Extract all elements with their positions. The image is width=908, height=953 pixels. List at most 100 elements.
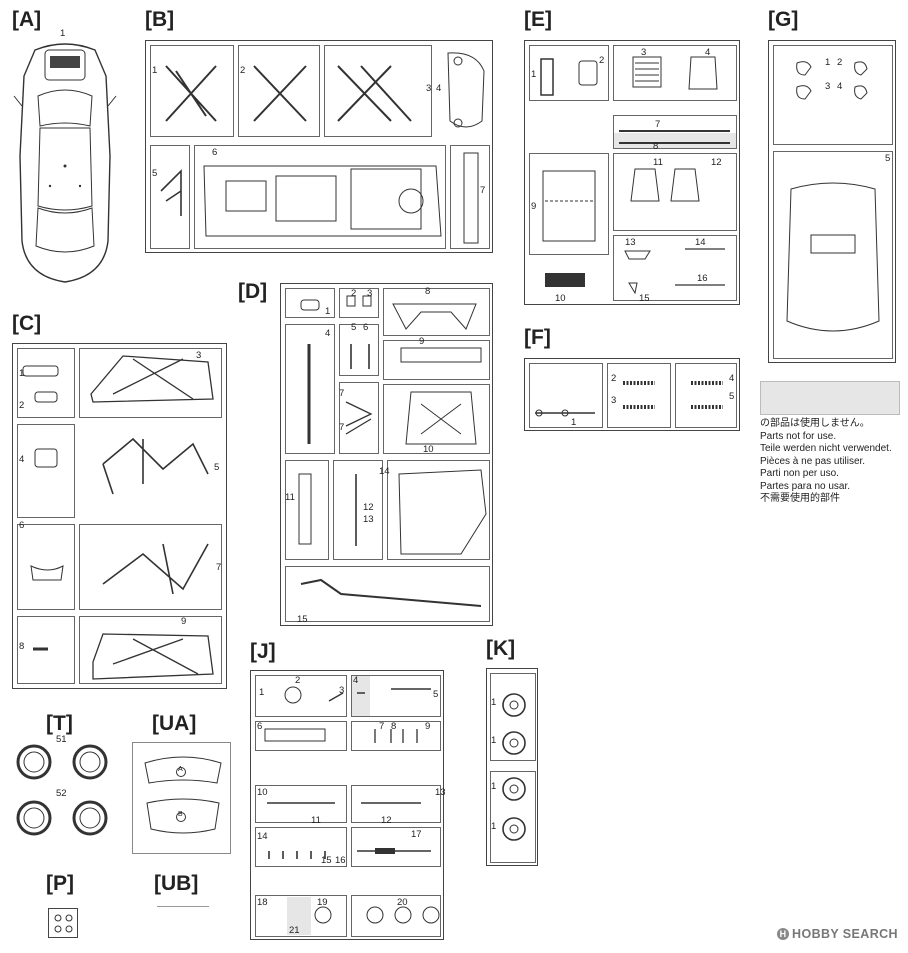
note-line: 不需要使用的部件 bbox=[760, 493, 840, 504]
part-number: 1 bbox=[60, 28, 66, 39]
sprue-frame-p bbox=[48, 908, 78, 938]
part-cell bbox=[333, 460, 383, 560]
part-cell bbox=[285, 566, 490, 622]
part-number: 15 bbox=[639, 293, 650, 304]
part-cell bbox=[490, 673, 536, 761]
part-cell bbox=[450, 145, 490, 249]
part-cell bbox=[613, 45, 737, 101]
part-number: 16 bbox=[335, 855, 346, 866]
part-number: 1 bbox=[531, 69, 537, 80]
part-number: 2 bbox=[19, 400, 25, 411]
part-number: 9 bbox=[419, 336, 425, 347]
part-cell bbox=[387, 460, 490, 560]
part-number: 3 bbox=[825, 81, 831, 92]
part-number: 2 bbox=[837, 57, 843, 68]
part-number: 2 bbox=[599, 55, 605, 66]
part-cell bbox=[351, 675, 441, 717]
logo-icon: H bbox=[777, 928, 790, 940]
part-number: 13 bbox=[625, 237, 636, 248]
sprue-label-c: [C] bbox=[12, 312, 42, 335]
part-cell bbox=[613, 115, 737, 149]
part-number: 20 bbox=[397, 897, 408, 908]
part-cell bbox=[675, 363, 737, 428]
part-cell bbox=[383, 288, 490, 336]
sprue-frame-ub bbox=[157, 906, 209, 907]
part-number: 11 bbox=[285, 492, 295, 503]
note-line: Pièces à ne pas utiliser. bbox=[760, 455, 866, 467]
part-number: 10 bbox=[423, 444, 434, 455]
part-number: 4 bbox=[729, 373, 735, 384]
sprue-label-j: [J] bbox=[250, 640, 276, 663]
part-cell bbox=[17, 616, 75, 684]
sprue-label-ub: [UB] bbox=[154, 872, 199, 895]
part-cell bbox=[351, 721, 441, 751]
note-line: の部品は使用しません。 bbox=[760, 418, 870, 429]
part-number: 13 bbox=[363, 514, 374, 525]
part-cell bbox=[529, 363, 603, 428]
sprue-frame-d: 1 2 3 4 5 6 7 7 8 9 10 11 12 13 14 15 bbox=[280, 283, 493, 626]
part-cell bbox=[17, 424, 75, 518]
chassis-parts-drawing bbox=[298, 295, 487, 607]
part-number: 5 bbox=[351, 322, 357, 333]
part-cell bbox=[773, 151, 893, 359]
part-number: 3 bbox=[641, 47, 647, 58]
part-cell bbox=[324, 45, 432, 137]
part-number: 9 bbox=[531, 201, 537, 212]
part-cell bbox=[255, 827, 347, 867]
part-number: A bbox=[178, 766, 183, 773]
interior-parts-drawing bbox=[540, 56, 730, 295]
sprue-frame-k: 1 1 1 1 bbox=[486, 668, 538, 866]
part-number: 14 bbox=[257, 831, 268, 842]
part-number: 1 bbox=[825, 57, 831, 68]
part-cell bbox=[255, 675, 347, 717]
part-number: 8 bbox=[19, 641, 25, 652]
part-number: 16 bbox=[697, 273, 708, 284]
part-number: 9 bbox=[181, 616, 187, 627]
part-cell bbox=[150, 45, 234, 137]
roll-bar-drawing bbox=[160, 52, 485, 244]
part-number: 7 bbox=[339, 422, 345, 433]
part-number: 1 bbox=[491, 697, 497, 708]
part-number: 8 bbox=[391, 721, 397, 732]
part-number: 11 bbox=[653, 157, 663, 168]
sprue-frame-c: 1 2 3 4 5 6 7 8 9 bbox=[12, 343, 227, 689]
part-number: 7 bbox=[379, 721, 385, 732]
part-number: 7 bbox=[480, 185, 486, 196]
part-number: 6 bbox=[212, 147, 218, 158]
part-cell bbox=[339, 288, 379, 318]
part-cell bbox=[490, 771, 536, 863]
part-number: 1 bbox=[491, 735, 497, 746]
sprue-frame-g: 1 2 3 4 5 bbox=[768, 40, 896, 363]
part-number: 4 bbox=[436, 83, 442, 94]
part-cell bbox=[17, 348, 75, 418]
part-cell bbox=[613, 153, 737, 231]
car-body-drawing bbox=[13, 43, 117, 283]
part-cell bbox=[79, 616, 222, 684]
part-cell bbox=[255, 895, 347, 937]
part-number: 5 bbox=[433, 689, 439, 700]
tire-drawing bbox=[16, 744, 108, 836]
part-number: 1 bbox=[571, 417, 577, 428]
part-number: 11 bbox=[311, 815, 321, 826]
sprue-label-a: [A] bbox=[12, 8, 42, 31]
part-cell bbox=[529, 153, 609, 255]
cage-drawing bbox=[22, 355, 214, 680]
sprue-label-e: [E] bbox=[524, 8, 552, 31]
part-cell bbox=[339, 324, 379, 376]
note-line: Parts not for use. bbox=[760, 430, 837, 442]
part-cell bbox=[150, 145, 190, 249]
part-cell bbox=[285, 288, 335, 318]
part-number: 17 bbox=[411, 829, 422, 840]
part-number: 1 bbox=[19, 368, 25, 379]
part-cell bbox=[607, 363, 671, 428]
window-mask-drawing bbox=[144, 756, 222, 834]
watermark-text: HOBBY SEARCH bbox=[792, 927, 898, 941]
detail-parts-drawing bbox=[264, 686, 440, 924]
part-number: 19 bbox=[317, 897, 328, 908]
part-number: 3 bbox=[426, 83, 432, 94]
small-parts-drawing bbox=[54, 914, 73, 933]
part-cell bbox=[79, 524, 222, 610]
part-number: 7 bbox=[655, 119, 661, 130]
part-number: 18 bbox=[257, 897, 268, 908]
